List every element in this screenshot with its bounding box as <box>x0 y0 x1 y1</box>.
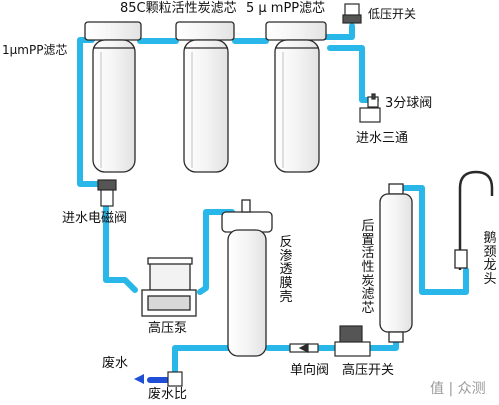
waste-arrow-icon <box>134 374 144 384</box>
waste-ratio-icon <box>167 371 183 387</box>
waste-ratio-label: 废水比 <box>148 387 188 402</box>
ro-membrane-char: 壳 <box>279 289 293 305</box>
check-valve-icon <box>289 343 319 353</box>
ro-membrane-char: 渗 <box>279 248 293 264</box>
pipe-switch-postcarbon <box>367 337 399 351</box>
filter-5um-label: 5 μ mPP滤芯 <box>246 1 326 16</box>
check-valve-label: 单向阀 <box>290 363 330 378</box>
post-carbon-char: 置 <box>361 232 375 248</box>
post-carbon-char: 活 <box>361 246 375 262</box>
filter-1um-label: 1μmPP滤芯 <box>2 43 68 57</box>
ro-membrane-char: 透 <box>279 262 293 278</box>
post-carbon-char: 芯 <box>361 300 375 316</box>
waste-water-label: 废水 <box>102 356 129 371</box>
ball-valve-label: 3分球阀 <box>385 96 433 111</box>
post-carbon-label: 后 置 活 性 炭 滤 芯 <box>360 220 376 315</box>
ro-membrane-label: 反 渗 透 膜 壳 <box>278 236 294 304</box>
low-pressure-switch-label: 低压开关 <box>368 7 417 21</box>
pipe-network <box>77 23 469 375</box>
inlet-tee-label: 进水三通 <box>356 131 409 146</box>
ro-membrane-char: 膜 <box>279 275 293 291</box>
pipe-solenoid-pump <box>103 203 138 293</box>
pipe-switch-to-ballvalve <box>327 45 379 103</box>
pipe-pump-ro <box>197 209 235 295</box>
low-pressure-switch-icon <box>342 3 362 24</box>
filter-85c-label: 85C颗粒活性炭滤芯 <box>120 1 237 16</box>
ball-valve-icon <box>359 93 381 123</box>
inlet-solenoid-icon <box>97 179 117 207</box>
filter-85c-housing <box>175 21 235 173</box>
post-carbon-housing <box>379 183 413 343</box>
pipe-ro-waste <box>172 345 235 375</box>
pipe-filter3-to-switch <box>322 23 355 40</box>
pump-label: 高压泵 <box>148 321 188 336</box>
faucet-label: 鹅 颈 龙 头 <box>482 232 498 287</box>
faucet-char: 鹅 <box>483 231 497 246</box>
faucet-char: 颈 <box>483 244 497 260</box>
faucet-icon <box>454 170 494 270</box>
faucet-char: 龙 <box>483 258 497 274</box>
ro-membrane-char: 反 <box>279 235 293 250</box>
post-carbon-char: 后 <box>361 219 375 234</box>
high-pressure-switch-icon <box>334 325 371 357</box>
post-carbon-char: 性 <box>361 259 375 275</box>
ro-membrane-housing <box>221 199 273 357</box>
filter-1um-housing <box>84 21 142 173</box>
filter-5um-housing <box>265 21 327 173</box>
faucet-char: 头 <box>483 271 497 287</box>
high-pressure-switch-label: 高压开关 <box>342 363 395 378</box>
pipe-postcarbon-faucet <box>393 185 469 295</box>
inlet-solenoid-label: 进水电磁阀 <box>62 211 128 226</box>
watermark: 值 | 众测 <box>430 381 486 397</box>
post-carbon-char: 炭 <box>361 273 375 289</box>
post-carbon-char: 滤 <box>361 287 375 303</box>
pump-icon <box>141 257 197 317</box>
